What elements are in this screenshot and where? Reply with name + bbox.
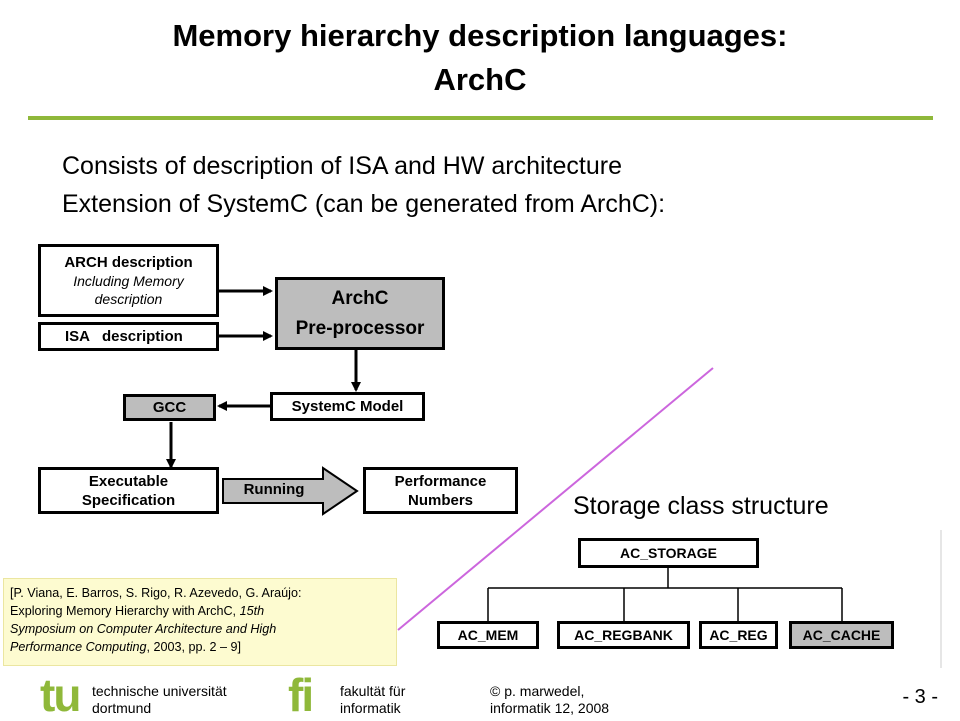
university-name: technische universität dortmund <box>92 683 227 717</box>
faculty-line-2: informatik <box>340 700 401 716</box>
ac-regbank-label: AC_REGBANK <box>574 627 673 643</box>
fi-logo: fi <box>288 669 314 721</box>
executable-label: Executable <box>88 472 169 490</box>
executable-specification-box: Executable Specification <box>38 467 219 514</box>
storage-class-structure-label: Storage class structure <box>573 492 829 520</box>
citation-box: [P. Viana, E. Barros, S. Rigo, R. Azeved… <box>3 578 397 666</box>
running-arrow-shape <box>222 466 359 516</box>
citation-line-4: Performance Computing, 2003, pp. 2 – 9] <box>10 640 242 654</box>
arch-description-box: ARCH description Including Memory descri… <box>38 244 219 317</box>
isa-description-box: ISA description <box>38 322 219 351</box>
author-info: © p. marwedel, informatik 12, 2008 <box>490 683 609 717</box>
gcc-label: GCC <box>152 399 187 416</box>
numbers-label: Numbers <box>407 491 474 509</box>
gcc-box: GCC <box>123 394 216 421</box>
performance-numbers-box: Performance Numbers <box>363 467 518 514</box>
preprocessor-label: Pre-processor <box>295 317 425 339</box>
ac-storage-box: AC_STORAGE <box>578 538 759 568</box>
ac-reg-box: AC_REG <box>699 621 778 649</box>
ac-mem-label: AC_MEM <box>457 627 519 643</box>
systemc-model-label: SystemC Model <box>291 398 404 415</box>
isa-description-label: ISA description <box>65 328 183 345</box>
copyright-symbol: © <box>490 683 501 699</box>
title-line-2: ArchC <box>433 62 527 97</box>
bullet-systemc-extension: Extension of SystemC (can be generated f… <box>62 190 666 218</box>
diagonal-separator-line <box>397 367 714 631</box>
author-line-2: informatik 12, 2008 <box>490 700 610 716</box>
systemc-model-box: SystemC Model <box>270 392 425 421</box>
ac-cache-box: AC_CACHE <box>789 621 894 649</box>
archc-label: ArchC <box>331 287 389 309</box>
ac-storage-label: AC_STORAGE <box>620 545 717 561</box>
bullet-isa-hw: Consists of description of ISA and HW ar… <box>62 152 622 180</box>
slide-title: Memory hierarchy description languages: … <box>0 14 960 102</box>
ac-mem-box: AC_MEM <box>437 621 539 649</box>
tu-logo: tu <box>40 669 81 721</box>
running-label: Running <box>243 481 305 498</box>
page-number: - 3 - <box>902 686 938 708</box>
title-line-1: Memory hierarchy description languages: <box>172 18 788 53</box>
arch-description-sub2: description <box>94 291 163 307</box>
faculty-line-1: fakultät für <box>340 683 406 699</box>
ac-reg-label: AC_REG <box>709 627 768 643</box>
arch-description-sub1: Including Memory <box>73 273 184 289</box>
title-divider <box>28 116 933 120</box>
university-line-1: technische universität <box>92 683 227 699</box>
archc-preprocessor-box: ArchC Pre-processor <box>275 277 445 350</box>
performance-label: Performance <box>394 472 487 490</box>
specification-label: Specification <box>81 491 176 509</box>
ac-regbank-box: AC_REGBANK <box>557 621 690 649</box>
citation-line-1: [P. Viana, E. Barros, S. Rigo, R. Azeved… <box>10 586 302 600</box>
ac-cache-label: AC_CACHE <box>802 627 881 643</box>
author-line-1: p. marwedel, <box>504 683 585 699</box>
faculty-name: fakultät für informatik <box>340 683 405 717</box>
citation-line-2: Exploring Memory Hierarchy with ArchC, 1… <box>10 604 265 618</box>
university-line-2: dortmund <box>92 700 152 716</box>
arch-description-title: ARCH description <box>64 254 193 271</box>
citation-line-3: Symposium on Computer Architecture and H… <box>10 622 277 636</box>
